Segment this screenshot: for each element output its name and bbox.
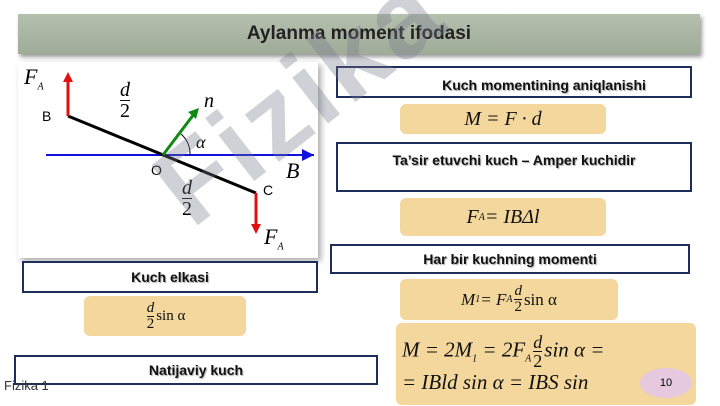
resultant-box: Natijaviy kuch [14, 355, 378, 385]
amper-box: Ta’sir etuvchi kuch – Amper kuchidir [336, 142, 692, 192]
page-number: 10 [640, 368, 692, 398]
rotating-frame-diagram [46, 72, 314, 234]
moment-formula: M = F · d [400, 104, 606, 134]
point-b: B [42, 108, 52, 124]
b-label: B [286, 158, 300, 183]
force-arrow-down [251, 224, 261, 234]
n-label: n [204, 90, 214, 112]
force-arrow-up [63, 72, 73, 82]
point-o: O [151, 162, 162, 178]
frame-wire [67, 114, 257, 195]
b-arrowhead [302, 149, 314, 161]
normal-arrow [188, 108, 199, 119]
each-moment-box: Har bir kuchning momenti [330, 244, 690, 274]
alpha-label: α [196, 132, 206, 152]
fa-label-bottom: FA [264, 224, 284, 253]
definition-box: Kuch momentining aniqlanishi [336, 66, 692, 98]
slide-title: Aylanma moment ifodasi [18, 14, 700, 54]
arm-box: Kuch elkasi [22, 261, 318, 293]
point-c: C [263, 182, 274, 198]
fa-label-top: FA [24, 64, 44, 93]
footer-subject: Fizika 1 [4, 378, 49, 393]
